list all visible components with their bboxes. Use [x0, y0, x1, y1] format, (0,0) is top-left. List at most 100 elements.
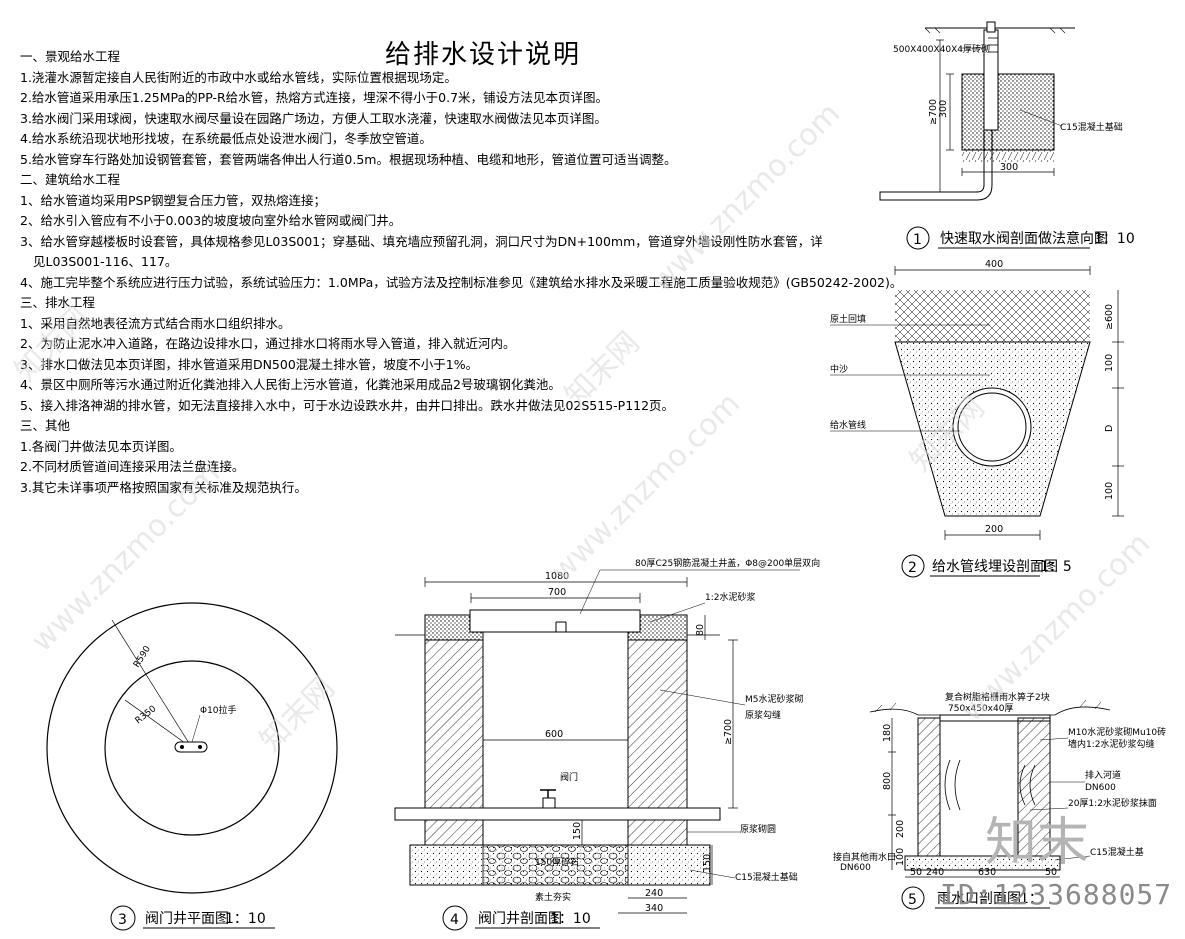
detail-1-scale: 1：10: [1094, 231, 1135, 247]
dim-240: 240: [645, 888, 663, 899]
note-line: 4.给水系统沿现状地形找坡，在系统最低点处设泄水阀门，冬季放空管道。: [20, 131, 432, 146]
label-pipe: 给水管线: [830, 419, 866, 431]
detail-3-caption: 阀门井平面图: [145, 911, 229, 927]
box-label: 500X400X40X4厚砖砌: [893, 43, 990, 55]
well-outer-ring: [46, 602, 338, 894]
note-line: 5.给水管穿车行路处加设钢管套管，套管两端各伸出人行道0.5m。根据现场种植、电…: [20, 151, 677, 167]
right-brick-wall: [627, 639, 688, 809]
note-line: 见L03S001-116、117。: [33, 254, 178, 269]
note-line: 2.不同材质管道间连接采用法兰盘连接。: [20, 459, 245, 474]
label-valve: 阀门: [560, 771, 578, 783]
note-line: 1.浇灌水源暂定接自人民街附近的市政中水或给水管线，实际位置根据现场定。: [20, 69, 457, 85]
dim-top-400: 400: [985, 259, 1003, 270]
note-line: 2、为防止泥水冲入道路，在路边设排水口，通过排水口将雨水导入管道，排入就近河内。: [20, 336, 516, 351]
label-wall: M5水泥砂浆砌: [745, 693, 804, 705]
label-pipe: 接自其他雨水口: [833, 851, 896, 863]
dim-700: 700: [548, 587, 566, 598]
detail-2-pipe-trench: 400 ≥600 100 D 100 200 原土回填 中沙 给水管线: [830, 259, 1124, 578]
sheet-title: 给排水设计说明: [385, 40, 582, 70]
dim-180: 180: [882, 724, 893, 742]
brand-logo: 知末: [985, 813, 1090, 873]
label-mortar: 1:2水泥砂浆: [705, 591, 756, 603]
lift-handle: [174, 741, 208, 753]
label-plaster: 20厚1:2水泥砂浆抹面: [1068, 797, 1157, 809]
label-wall: M10水泥砂浆砌Mu10砖: [1068, 726, 1166, 738]
inlet-left-wall: [917, 717, 941, 857]
dim-300-vertical: 300: [938, 100, 949, 118]
dim-D: D: [1104, 425, 1115, 432]
label-backfill: 原土回填: [830, 313, 866, 325]
design-notes: 一、景观给水工程 1.浇灌水源暂定接自人民街附近的市政中水或给水管线，实际位置根…: [20, 47, 903, 498]
dim-50-b: 50: [1045, 867, 1057, 878]
note-line: 4、施工完毕整个系统应进行压力试验，系统试验压力：1.0MPa，试验方法及控制标…: [20, 274, 903, 290]
note-line: 5、接入排洛神湖的排水管，如无法直接排入水中，可于水边设跌水井，由井口排出。跌水…: [20, 397, 675, 413]
notes-heading-3: 三、排水工程: [20, 295, 96, 310]
label-concrete: C15混凝土基础: [735, 871, 798, 883]
note-line: 3.给水阀门采用球阀，快速取水阀尽量设在园路广场边，方便人工取水浇灌，快速取水阀…: [20, 110, 607, 126]
dim-200: 200: [895, 820, 906, 838]
label-pipe-dn: DN600: [840, 863, 871, 873]
label-soil: 素土夯实: [535, 891, 571, 903]
valve-box: [961, 73, 1055, 151]
detail-3-number: 3: [118, 912, 127, 928]
dim-100-b: 100: [1104, 482, 1115, 500]
backfill-layer: [895, 290, 1090, 342]
inlet-right-wall: [1017, 717, 1051, 857]
label-dn: DN600: [1085, 783, 1116, 793]
detail-3-scale: 1：10: [225, 911, 266, 927]
dim-700: ≥700: [928, 99, 939, 125]
concrete-label: C15混凝土基础: [1060, 121, 1123, 133]
note-line: 1、给水管道均采用PSP钢塑复合压力管，双热熔连接；: [20, 192, 326, 208]
label-base: C15混凝土基: [1090, 846, 1144, 858]
note-line: 2、给水引入管应有不小于0.003的坡度坡向室外给水管网或阀门井。: [20, 213, 402, 228]
note-line: 2.给水管道采用承压1.25MPa的PP-R给水管，热熔方式连接，埋深不得小于0…: [20, 90, 609, 105]
label-brick: 原浆勾缝: [745, 709, 781, 721]
label-grate-size: 750x450x40厚: [948, 703, 1013, 714]
dim-340: 340: [645, 903, 663, 914]
detail-1-caption: 快速取水阀剖面做法意向图: [940, 230, 1108, 247]
dim-100: 100: [895, 848, 906, 866]
dim-bottom-200: 200: [985, 524, 1003, 535]
detail-1-bubble: [906, 226, 930, 250]
well-cover: [104, 660, 280, 836]
detail-4-bubble: [442, 905, 468, 931]
label-grate: 复合树脂格栅雨水箅子2块: [945, 691, 1050, 703]
dim-150: 150: [572, 822, 583, 840]
notes-heading-4: 三、其他: [20, 418, 71, 433]
note-line: 4、景区中厕所等污水通过附近化粪池排入人民街上污水管道，化粪池采用成品2号玻璃钢…: [20, 377, 561, 392]
detail-5-scale: 1：: [1020, 891, 1043, 907]
handle-label: Φ10拉手: [200, 704, 237, 716]
dim-ge700: ≥700: [723, 719, 734, 745]
detail-1-quick-valve: 500X400X40X4厚砖砌 C15混凝土基础 ≥700 300 300 1 …: [879, 21, 1135, 250]
detail-4-number: 4: [450, 912, 459, 928]
label-gravel: 150厚碎石: [535, 856, 579, 868]
concrete-base: [962, 150, 1054, 162]
left-brick-wall: [424, 639, 484, 809]
label-wall-2: 墙内1:2水泥砂浆勾缝: [1068, 738, 1155, 750]
dim-240: 240: [926, 867, 944, 878]
detail-4-caption: 阀门井剖面图: [478, 911, 562, 927]
dim-100-a: 100: [1104, 354, 1115, 372]
through-pipe: [394, 807, 721, 821]
label-cover: 80厚C25钢筋混凝土井盖，Φ8@200单层双向: [635, 557, 820, 569]
detail-3-bubble: [110, 905, 136, 931]
well-cover-slab: [469, 609, 641, 633]
dim-800: 800: [882, 772, 893, 790]
note-line: 1、采用自然地表径流方式结合雨水口组织排水。: [20, 315, 291, 331]
note-line: 3.其它未详事项严格按照国家有关标准及规范执行。: [20, 479, 307, 495]
gravel-layer: [482, 844, 629, 886]
image-id-tag: ID:1233688057: [940, 878, 1173, 911]
water-pipe-inner: [957, 392, 1027, 462]
detail-2-caption: 给水管线埋设剖面图: [932, 559, 1058, 575]
notes-heading-2: 二、建筑给水工程: [20, 172, 121, 187]
valve-body: [542, 797, 556, 809]
valve-cap: [986, 21, 996, 33]
detail-3-valve-well-plan: R590 R350 Φ10拉手 3 阀门井平面图 1：10: [46, 602, 338, 931]
dim-150-b: 150: [702, 854, 713, 872]
detail-5-rain-inlet: 180 800 200 100 50 240 630 50 复合树脂格栅雨水箅子…: [833, 691, 1166, 910]
notes-heading-1: 一、景观给水工程: [20, 49, 121, 64]
label-sand: 中沙: [830, 363, 848, 375]
dim-630: 630: [978, 867, 996, 878]
